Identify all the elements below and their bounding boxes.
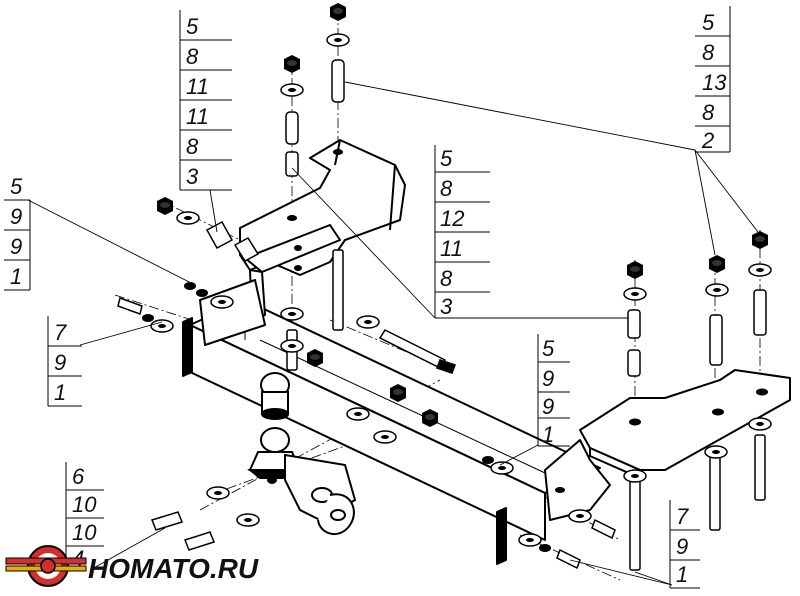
callout-label: 8 (440, 266, 453, 291)
callout-label: 10 (72, 492, 97, 517)
callout-label: 3 (186, 164, 199, 189)
callout-label: 9 (10, 234, 22, 259)
callout-group-a: 5 8 11 11 8 3 (179, 10, 232, 191)
right-side-bracket (544, 369, 791, 521)
callout-label: 8 (186, 44, 199, 69)
callout-label: 8 (186, 134, 199, 159)
spacers (205, 59, 767, 377)
callout-label: 9 (676, 534, 688, 559)
callout-label: 12 (440, 206, 464, 231)
bolts (117, 249, 766, 571)
callout-label: 5 (542, 336, 555, 361)
callout-label: 11 (440, 236, 463, 261)
homato-logo-icon (5, 545, 87, 587)
callout-group-c: 5 9 9 1 (4, 174, 31, 291)
leader-lines (27, 81, 759, 586)
callout-label: 1 (10, 264, 22, 289)
tow-ball-assembly (247, 372, 357, 535)
logo-text: HOMATO.RU (88, 553, 259, 584)
callout-label: 7 (54, 320, 67, 345)
callout-label: 8 (702, 40, 715, 65)
callout-label: 3 (440, 294, 453, 319)
callout-label: 1 (676, 562, 688, 587)
callout-label: 11 (186, 104, 209, 129)
callout-group-b: 5 8 13 8 2 (695, 6, 731, 153)
callout-group-g: 6 10 10 4 (65, 462, 104, 571)
callout-label: 9 (54, 350, 66, 375)
callout-label: 2 (701, 128, 714, 153)
callout-label: 10 (72, 520, 97, 545)
callout-label: 8 (702, 100, 715, 125)
callout-label: 9 (542, 394, 554, 419)
callout-label: 5 (10, 174, 23, 199)
homato-logo: HOMATO.RU (5, 545, 259, 587)
callout-label: 1 (54, 380, 66, 405)
callout-label: 5 (186, 14, 199, 39)
callout-label: 6 (72, 464, 85, 489)
callout-label: 7 (676, 504, 689, 529)
callout-label: 11 (186, 74, 209, 99)
callout-label: 1 (542, 422, 554, 447)
callout-label: 9 (542, 366, 554, 391)
callout-label: 13 (702, 70, 727, 95)
callout-label: 5 (702, 10, 715, 35)
callout-label: 8 (440, 176, 453, 201)
callout-group-d: 5 8 12 11 8 3 (434, 145, 490, 319)
callout-label: 5 (440, 146, 453, 171)
callout-group-h: 7 9 1 (669, 500, 700, 589)
callout-group-f: 5 9 9 1 (537, 334, 570, 447)
callout-group-e: 7 9 1 (47, 316, 82, 407)
callout-label: 9 (10, 204, 22, 229)
